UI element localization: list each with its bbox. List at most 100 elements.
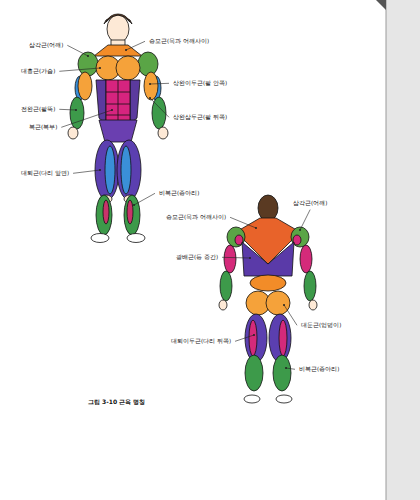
back-figure-part (266, 291, 290, 315)
leader-line (235, 335, 254, 341)
leader-line (126, 41, 145, 50)
front-figure (68, 14, 168, 243)
back-figure-part (258, 195, 278, 221)
back-figure-part (224, 245, 236, 273)
back-figure-part (300, 245, 312, 273)
front-figure-part (106, 80, 130, 124)
leader-line (150, 83, 169, 85)
viewer-edge-part (376, 0, 386, 10)
front-figure-part (96, 80, 106, 124)
front-figure-part (116, 56, 140, 80)
front-figure-part (68, 127, 78, 139)
leader-dot (133, 204, 135, 206)
leader-dot (249, 257, 251, 259)
front-figure-part (138, 52, 158, 76)
viewer-edge-part (386, 0, 420, 500)
back-figure-part (276, 395, 292, 403)
front-figure-part (106, 104, 130, 105)
leader-dot (111, 109, 113, 111)
back-figure-part (309, 300, 317, 310)
leader-dot (87, 55, 89, 57)
leader-dot (149, 83, 151, 85)
front-figure-part (130, 80, 140, 124)
leader-line (222, 257, 250, 259)
figure-caption: 그림 3-10 근육 명칭 (88, 398, 145, 405)
muscle-label: 비복근(종아리) (158, 190, 200, 197)
leader-line (286, 368, 295, 369)
back-figure-part (242, 242, 294, 276)
viewer-edge (376, 0, 420, 500)
leader-line (59, 109, 76, 111)
viewer-edge-part (386, 0, 387, 500)
back-figure-part (250, 275, 286, 291)
front-figure-part (106, 14, 130, 22)
leader-line (284, 305, 297, 325)
back-figure-part (220, 271, 232, 301)
leader-line (150, 98, 169, 117)
back-figure-part (269, 314, 291, 362)
leader-dot (75, 109, 77, 111)
leader-dot (99, 67, 101, 69)
muscle-label: 삼각근(어깨) (28, 42, 64, 49)
muscle-label: 광배근(등 중간) (175, 254, 219, 261)
leader-line (134, 193, 155, 205)
front-figure-part (78, 52, 98, 76)
muscle-label: 삼각근(어깨) (292, 200, 328, 207)
leader-line (67, 45, 88, 56)
leader-dot (299, 229, 301, 231)
leader-dot (255, 227, 257, 229)
back-figure-part (244, 395, 260, 403)
leader-line (230, 217, 256, 228)
front-figure-part (91, 234, 109, 243)
front-figure-part (124, 195, 140, 235)
leader-dot (253, 334, 255, 336)
leader-dot (125, 49, 127, 51)
front-figure-part (107, 15, 129, 43)
muscle-label: 전완근(팔뚝) (20, 106, 56, 113)
leader-dot (149, 97, 151, 99)
back-figure-part (279, 320, 287, 356)
muscle-label: 비복근(종아리) (298, 366, 340, 373)
muscle-label: 대퇴근(다리 앞면) (20, 170, 70, 177)
back-figure-part (245, 314, 267, 362)
leader-dot (99, 169, 101, 171)
back-figure-part (304, 271, 316, 301)
front-figure-part (99, 120, 137, 142)
front-figure-part (127, 200, 133, 224)
muscle-label: 대퇴이두근(다리 뒤쪽) (170, 338, 232, 345)
front-figure-part (96, 195, 112, 235)
back-figure-part (249, 320, 257, 356)
front-figure-part (118, 80, 119, 124)
muscle-label: 대흉근(가슴) (20, 68, 56, 75)
leader-line (59, 68, 100, 71)
front-figure-part (117, 140, 141, 200)
back-figure-part (273, 355, 291, 391)
front-figure-part (158, 127, 168, 139)
muscle-label: 대둔근(엉덩이) (300, 322, 342, 329)
front-figure-part (103, 200, 109, 224)
leader-line (61, 110, 112, 127)
leader-line (300, 210, 310, 230)
leader-dot (283, 304, 285, 306)
front-figure-part (78, 72, 92, 100)
front-figure-part (94, 45, 142, 56)
front-figure-part (144, 72, 158, 100)
front-figure-part (106, 115, 130, 116)
front-figure-part (121, 146, 131, 194)
leader-line (73, 170, 100, 173)
back-figure-part (245, 355, 263, 391)
muscle-label: 승모근(목과 어깨사이) (148, 38, 210, 45)
muscle-label: 상완이두근(팔 안쪽) (172, 80, 228, 87)
front-figure-part (127, 234, 145, 243)
front-figure-part (70, 97, 84, 129)
front-figure-part (106, 92, 130, 93)
muscle-label: 상완삼두근(팔 뒤쪽) (172, 114, 228, 121)
leader-dot (285, 367, 287, 369)
muscle-label: 복근(복부) (28, 124, 58, 131)
muscle-label: 승모근(목과 어깨사이) (165, 214, 227, 221)
back-figure-part (219, 300, 227, 310)
front-figure-part (105, 146, 115, 194)
